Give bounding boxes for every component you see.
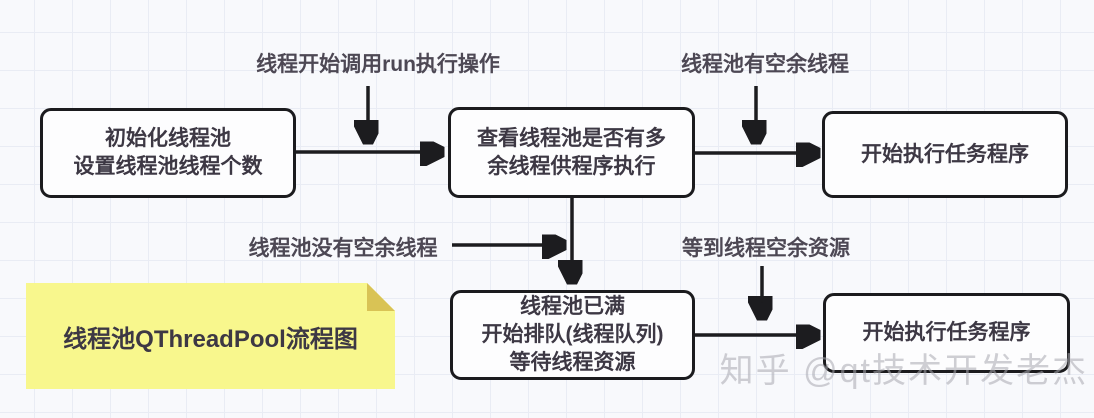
node-exec-task-top-line1: 开始执行任务程序 — [861, 142, 1029, 166]
node-exec-task-bottom: 开始执行任务程序 — [823, 293, 1070, 373]
edge-label-has-idle: 线程池有空余线程 — [681, 53, 849, 76]
node-init-pool: 初始化线程池 设置线程池线程个数 — [40, 108, 296, 198]
node-queue-wait-line1: 线程池已满 — [520, 295, 625, 319]
node-exec-task-top: 开始执行任务程序 — [822, 111, 1068, 198]
node-init-pool-line2: 设置线程池线程个数 — [73, 155, 263, 178]
node-check-pool-line1: 查看线程池是否有多 — [477, 126, 666, 150]
sticky-note-fold-corner — [367, 283, 395, 311]
edge-label-wait-resource: 等到线程空余资源 — [682, 237, 850, 260]
zhihu-watermark: 知乎 @qt技术开发老杰 — [719, 352, 1088, 390]
node-queue-wait: 线程池已满 开始排队(线程队列) 等待线程资源 — [450, 290, 695, 380]
node-queue-wait-line2: 开始排队(线程队列) — [481, 323, 664, 347]
node-exec-task-bottom-line1: 开始执行任务程序 — [862, 321, 1031, 345]
node-check-pool-line2: 余线程供程序执行 — [487, 154, 656, 178]
node-init-pool-line1: 初始化线程池 — [105, 127, 231, 151]
diagram-title: 线程池QThreadPool流程图 — [63, 325, 358, 353]
node-queue-wait-line3: 等待线程资源 — [509, 350, 636, 374]
edge-label-no-idle: 线程池没有空余线程 — [248, 237, 438, 260]
node-check-pool: 查看线程池是否有多 余线程供程序执行 — [448, 107, 695, 198]
edge-label-run-call: 线程开始调用run执行操作 — [256, 53, 500, 76]
title-sticky-note: 线程池QThreadPool流程图 — [26, 283, 395, 389]
